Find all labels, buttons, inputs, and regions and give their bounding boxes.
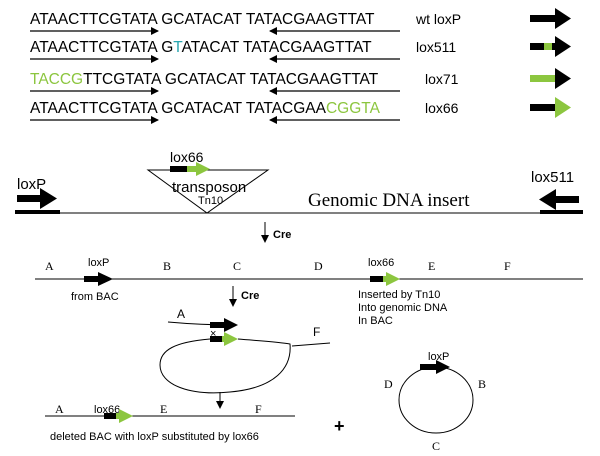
sequence-66: ATAACTTCGTATA GCATACAT TATACGAACGGTA xyxy=(30,100,381,117)
deleted-region-e: E xyxy=(160,402,167,416)
excised-circle: loxP D B C xyxy=(384,351,486,453)
lox-symbol-66 xyxy=(530,97,571,118)
lox66-symbol-loop xyxy=(210,332,238,346)
label-left-loxp: loxP xyxy=(17,176,46,193)
lox-row-wt: ATAACTTCGTATA GCATACAT TATACGAAGTTAT wt … xyxy=(30,8,571,35)
circle-region-c: C xyxy=(432,439,440,453)
loop-label-f: F xyxy=(313,325,320,339)
deleted-bac-caption: deleted BAC with loxP substituted by lox… xyxy=(50,431,259,443)
linear-bac-map: A B C D E F loxP from BAC lox66 Inserted… xyxy=(35,257,583,327)
deleted-region-f: F xyxy=(255,402,262,416)
label-wt-loxp: wt loxP xyxy=(415,11,461,27)
lox-row-66: ATAACTTCGTATA GCATACAT TATACGAACGGTA lox… xyxy=(30,97,571,124)
lox-symbol-wt xyxy=(530,8,571,29)
label-right-lox511: lox511 xyxy=(531,169,574,186)
recombination-loop: A × F xyxy=(159,307,331,394)
region-b: B xyxy=(163,259,171,273)
label-transposon-lox66: lox66 xyxy=(170,149,204,165)
lox66-symbol-map xyxy=(370,272,400,286)
circle-region-b: B xyxy=(478,377,486,391)
loop-strand-f xyxy=(291,342,331,347)
label-map-loxp: loxP xyxy=(88,257,109,269)
sequence-71: TACCGTTCGTATA GCATACAT TATACGAAGTTAT xyxy=(30,71,379,88)
deleted-bac: A lox66 E F deleted BAC with loxP substi… xyxy=(45,402,295,443)
lox-sequence-table: ATAACTTCGTATA GCATACAT TATACGAAGTTAT wt … xyxy=(30,8,571,124)
label-from-bac: from BAC xyxy=(71,291,119,303)
label-circle-loxp: loxP xyxy=(428,351,449,363)
lox-symbol-511 xyxy=(530,36,571,57)
label-genomic-insert: Genomic DNA insert xyxy=(308,190,470,211)
bac-construct: lox66 transposon Tn10 loxP Genomic DNA i… xyxy=(15,149,583,214)
loop-label-a: A xyxy=(177,307,185,321)
label-map-lox66: lox66 xyxy=(368,257,394,269)
circle-outline xyxy=(398,366,474,434)
label-lox66: lox66 xyxy=(425,100,459,116)
region-f: F xyxy=(504,259,511,273)
label-cre-2: Cre xyxy=(241,290,259,302)
label-inserted-3: In BAC xyxy=(358,315,393,327)
sequence-511: ATAACTTCGTATA GTATACAT TATACGAAGTTAT xyxy=(30,39,372,56)
label-lox511: lox511 xyxy=(416,39,456,55)
lox66-symbol-deleted xyxy=(104,409,133,423)
label-cre-1: Cre xyxy=(273,229,291,241)
cre-step-2: Cre xyxy=(229,286,259,307)
crossover-mark: × xyxy=(210,328,216,340)
loop-circle xyxy=(159,338,291,394)
region-c: C xyxy=(233,259,241,273)
label-inserted-2: Into genomic DNA xyxy=(358,302,448,314)
lox511-symbol-right xyxy=(539,189,579,210)
region-e: E xyxy=(428,259,435,273)
circle-region-d: D xyxy=(384,377,393,391)
bac-end-left xyxy=(15,210,60,214)
label-inserted-1: Inserted by Tn10 xyxy=(358,289,440,301)
cre-step-1: Cre xyxy=(261,222,291,243)
deleted-region-a: A xyxy=(55,402,64,416)
lox-row-71: TACCGTTCGTATA GCATACAT TATACGAAGTTAT lox… xyxy=(30,68,571,95)
region-a: A xyxy=(45,259,54,273)
loxp-symbol-left xyxy=(17,188,57,209)
plus-sign: + xyxy=(334,416,345,436)
label-tn10: Tn10 xyxy=(198,195,223,207)
bac-end-right xyxy=(540,210,583,214)
loxp-symbol-loop xyxy=(210,318,238,332)
region-d: D xyxy=(314,259,323,273)
lox66-symbol-transposon xyxy=(170,162,210,176)
label-lox71: lox71 xyxy=(425,71,459,87)
lox-row-511: ATAACTTCGTATA GTATACAT TATACGAAGTTAT lox… xyxy=(30,36,571,63)
label-transposon: transposon xyxy=(172,179,246,196)
lox-symbol-71 xyxy=(530,68,571,89)
sequence-wt: ATAACTTCGTATA GCATACAT TATACGAAGTTAT xyxy=(30,11,375,28)
loxp-symbol-circle xyxy=(420,360,450,374)
loxp-symbol-map xyxy=(84,272,113,286)
